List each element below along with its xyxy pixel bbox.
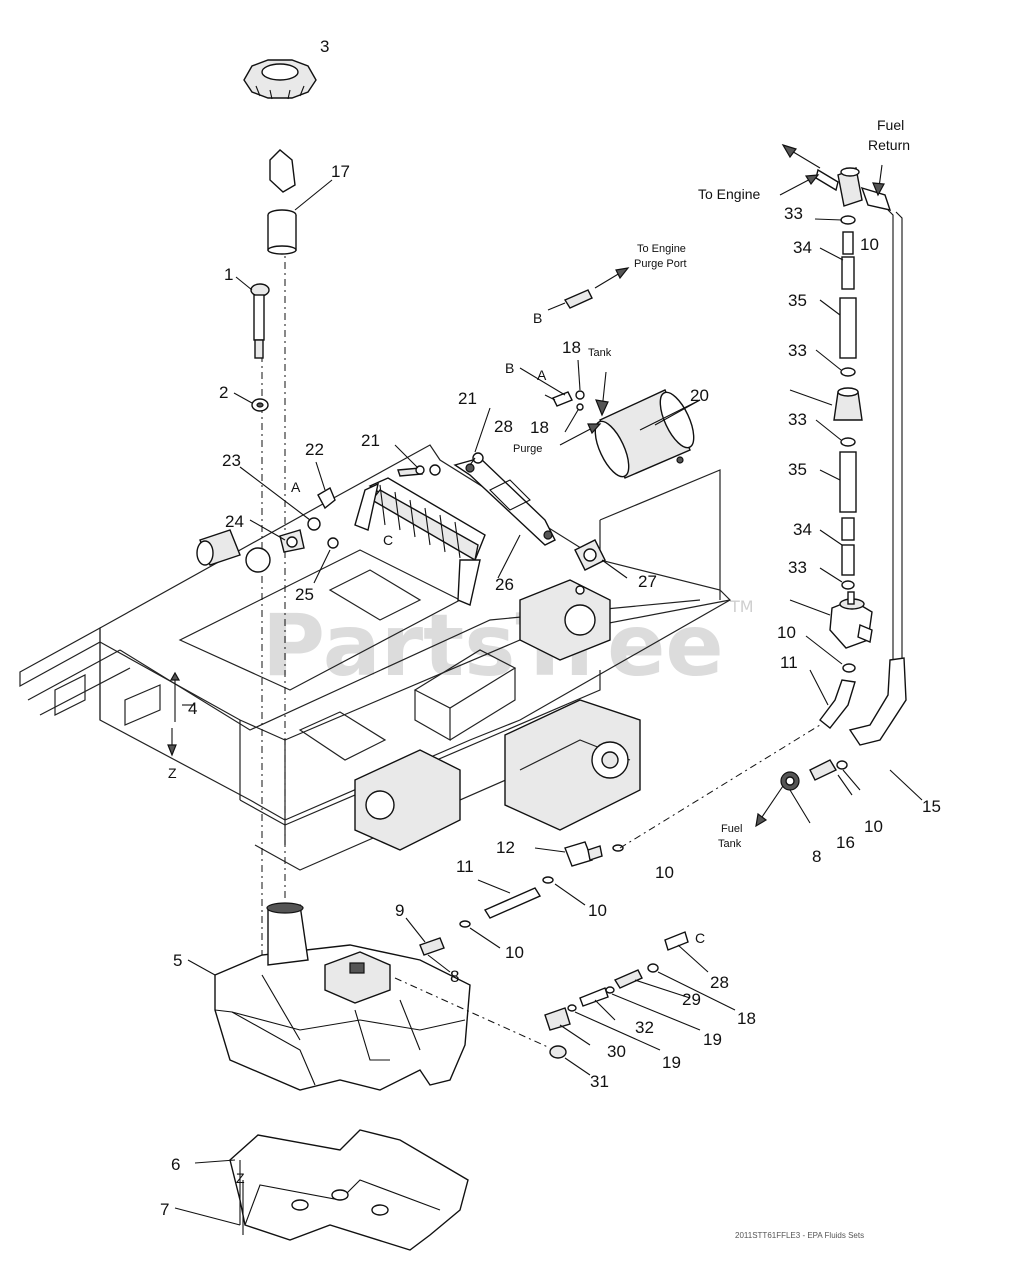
callout-10e: 10 [777,623,796,642]
part-vent-tube [233,276,270,412]
callout-33b: 33 [788,341,807,360]
callout-31: 31 [590,1072,609,1091]
letter-b2: B [505,360,514,376]
callout-21b: 21 [458,389,477,408]
callout-10a: 10 [505,943,524,962]
part-gas-cap [243,59,317,100]
callout-15: 15 [922,797,941,816]
callout-18a: 18 [562,338,581,357]
callout-29: 29 [682,990,701,1009]
letter-b1: B [533,310,542,326]
callout-34a: 34 [793,238,812,257]
callout-17: 17 [331,162,350,181]
callout-9: 9 [395,901,404,920]
part-fuel-line-stack [755,143,923,828]
callout-24: 24 [225,512,244,531]
callout-8a: 8 [450,967,459,986]
callout-10d: 10 [860,235,879,254]
note-fuel-return-2: Return [868,137,910,153]
letter-references: A A B B C C Z Z [168,310,705,1186]
annotation-notes: Fuel Return To Engine To Engine Purge Po… [513,117,910,850]
callout-21a: 21 [361,431,380,450]
callout-11a: 11 [456,857,474,876]
note-tank: Tank [588,347,612,359]
note-to-engine: To Engine [698,186,760,202]
callout-34b: 34 [793,520,812,539]
callout-28b: 28 [710,973,729,992]
callout-2: 2 [219,383,228,402]
letter-z2: Z [236,1170,245,1186]
callout-5: 5 [173,951,182,970]
part-fill-insert [267,149,333,255]
callout-18c: 18 [737,1009,756,1028]
note-fuel-tank-2: Tank [718,838,742,850]
drawing-code: 2011STT61FFLE3 - EPA Fluids Sets [735,1231,864,1240]
part-clip [574,539,606,571]
callout-27: 27 [638,572,657,591]
callout-25: 25 [295,585,314,604]
callout-33c: 33 [788,410,807,429]
callout-19a: 19 [703,1030,722,1049]
note-fuel-tank-1: Fuel [721,823,742,835]
callout-10c: 10 [655,863,674,882]
watermark-tm: TM [729,597,754,616]
part-canister [594,389,701,479]
callout-6: 6 [171,1155,180,1174]
letter-a2: A [537,367,547,383]
letter-c2: C [695,930,705,946]
callout-4: 4 [188,699,197,718]
callout-8b: 8 [812,847,821,866]
note-purge-port-2: Purge Port [634,258,687,270]
part-fuel-tank [187,902,471,1091]
watermark-text: PartsTree [262,596,724,696]
part-spring-guard [354,477,486,606]
callout-12: 12 [496,838,515,857]
callout-23: 23 [222,451,241,470]
leader-lines [167,267,701,1235]
callout-16: 16 [836,833,855,852]
callout-10f: 10 [864,817,883,836]
part-fuel-line-mid [394,724,821,1076]
callout-1: 1 [224,265,233,284]
callout-18b: 18 [530,418,549,437]
note-purge-port-1: To Engine [637,243,686,255]
callout-35b: 35 [788,460,807,479]
callout-33a: 33 [784,204,803,223]
callout-20: 20 [690,386,709,405]
part-small-hardware [279,289,593,553]
callout-22: 22 [305,440,324,459]
callout-3: 3 [320,37,329,56]
callout-28a: 28 [494,417,513,436]
callout-10b: 10 [588,901,607,920]
callout-30: 30 [607,1042,626,1061]
callout-labels: 3 17 1 2 23 22 21 21 24 25 26 27 20 18 1… [160,37,941,1219]
letter-a1: A [291,479,301,495]
note-purge: Purge [513,443,542,455]
part-tank-pan [174,1129,469,1251]
callout-11b: 11 [780,653,798,672]
note-fuel-return-1: Fuel [877,117,904,133]
callout-26: 26 [495,575,514,594]
callout-33d: 33 [788,558,807,577]
callout-32: 32 [635,1018,654,1037]
callout-19b: 19 [662,1053,681,1072]
letter-c1: C [383,532,393,548]
callout-7: 7 [160,1200,169,1219]
letter-z1: Z [168,765,177,781]
callout-35a: 35 [788,291,807,310]
